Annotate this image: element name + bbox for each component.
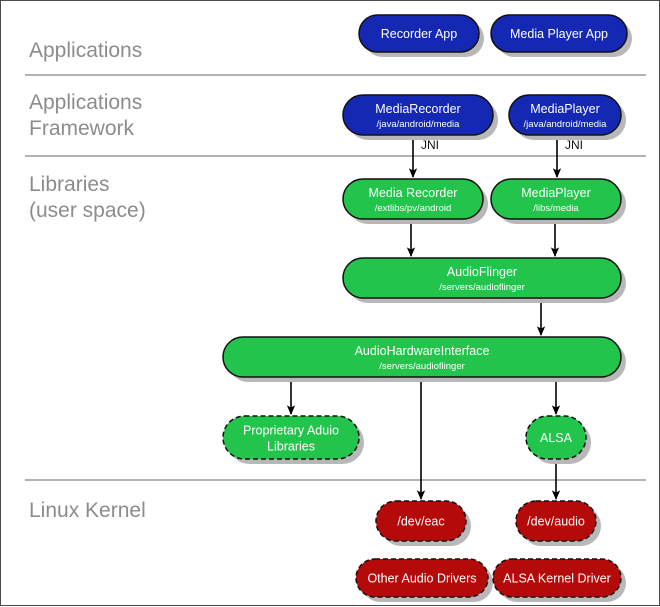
diagram-nodes: Recorder App Media Player AppMediaRecorde… <box>222 14 632 602</box>
node-body[interactable] <box>342 257 622 299</box>
node-title: Proprietary Aduio <box>243 424 339 438</box>
node-media-player-app[interactable]: Media Player App <box>490 14 632 57</box>
node-title: Media Recorder <box>369 186 458 200</box>
node-title: /dev/eac <box>397 515 444 529</box>
node-media-recorder-lib[interactable]: Media Recorder/extlibs/pv/android <box>342 178 488 224</box>
node-title: AudioHardwareInterface <box>355 344 490 358</box>
node-alsa-kernel-driver[interactable]: ALSA Kernel Driver <box>492 558 626 602</box>
layer-label-text: Framework <box>29 117 135 140</box>
node-body[interactable] <box>490 178 622 220</box>
connector-edges: JNI JNI <box>286 135 583 500</box>
connector-label: JNI <box>421 138 439 152</box>
layer-labels: ApplicationsApplicationsFrameworkLibrari… <box>29 39 146 522</box>
node-dev-eac[interactable]: /dev/eac <box>375 500 471 546</box>
node-body[interactable] <box>508 94 622 136</box>
node-body[interactable] <box>222 415 360 460</box>
layer-label-text: Linux Kernel <box>29 499 146 522</box>
node-body[interactable] <box>525 415 587 460</box>
node-subtitle: /servers/audioflinger <box>379 361 465 372</box>
node-body[interactable] <box>222 336 622 378</box>
node-dev-audio[interactable]: /dev/audio <box>515 500 601 546</box>
node-audiohardwareinterface[interactable]: AudioHardwareInterface/servers/audioflin… <box>222 336 626 382</box>
node-other-audio-drivers[interactable]: Other Audio Drivers <box>355 558 493 602</box>
node-title: ALSA Kernel Driver <box>503 572 611 586</box>
edge-mediarecorder-to-media-recorder-lib: JNI <box>408 135 439 178</box>
node-title: /dev/audio <box>527 515 585 529</box>
node-body[interactable] <box>355 558 489 598</box>
layer-label-libraries: Libraries (user space) <box>29 173 146 222</box>
layer-label-text: (user space) <box>29 199 146 222</box>
node-alsa[interactable]: ALSA <box>525 415 591 464</box>
node-title: Other Audio Drivers <box>367 572 476 586</box>
node-subtitle: /servers/audioflinger <box>439 282 525 293</box>
node-mediaplayer-lib[interactable]: MediaPlayer/libs/media <box>490 178 626 224</box>
node-mediarecorder-framework[interactable]: MediaRecorder/java/android/media <box>342 94 498 140</box>
edge-mediaplayer-to-mediaplayer-lib: JNI <box>552 135 583 178</box>
node-body[interactable] <box>358 14 480 53</box>
layer-label-applications: Applications <box>29 39 142 62</box>
node-body[interactable] <box>375 500 467 542</box>
node-title: MediaPlayer <box>521 186 590 200</box>
node-body[interactable] <box>342 94 494 136</box>
node-body[interactable] <box>492 558 622 598</box>
node-subtitle: /extlibs/pv/android <box>375 203 452 214</box>
node-body[interactable] <box>490 14 628 53</box>
node-audioflinger[interactable]: AudioFlinger/servers/audioflinger <box>342 257 626 303</box>
node-title: Recorder App <box>381 27 457 41</box>
layer-label-linux-kernel: Linux Kernel <box>29 499 146 522</box>
node-title: AudioFlinger <box>447 265 517 279</box>
node-body[interactable] <box>342 178 484 220</box>
node-recorder-app[interactable]: Recorder App <box>358 14 484 57</box>
node-title: MediaRecorder <box>375 102 460 116</box>
layer-label-text: Applications <box>29 39 142 62</box>
node-subtitle: /libs/media <box>533 203 579 214</box>
connector-label: JNI <box>565 138 583 152</box>
layer-label-text: Applications <box>29 91 142 114</box>
node-title: Media Player App <box>510 27 608 41</box>
layer-label-text: Libraries <box>29 173 110 196</box>
node-subtitle: /java/android/media <box>524 119 608 130</box>
node-title: MediaPlayer <box>530 102 599 116</box>
node-title: ALSA <box>540 431 573 445</box>
node-subtitle: /java/android/media <box>377 119 461 130</box>
node-body[interactable] <box>515 500 597 542</box>
layer-dividers <box>25 74 646 481</box>
node-mediaplayer-framework[interactable]: MediaPlayer/java/android/media <box>508 94 626 140</box>
node-title-line2: Libraries <box>267 440 315 454</box>
